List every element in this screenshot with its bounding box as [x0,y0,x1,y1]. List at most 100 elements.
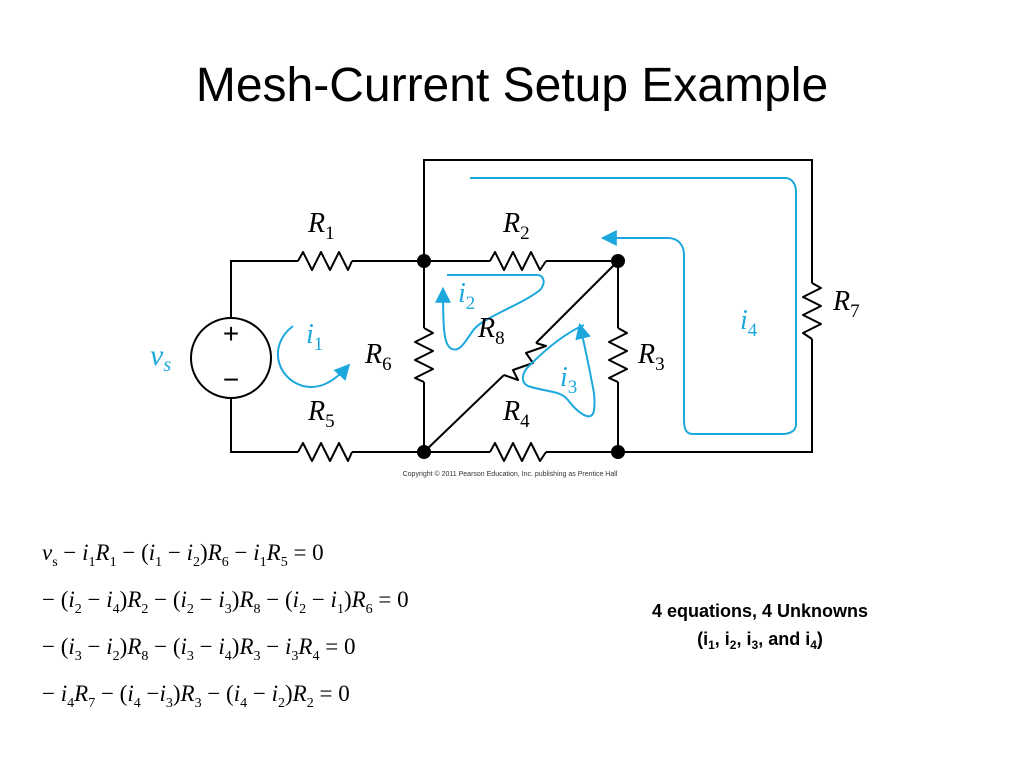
equation-term: R2 [292,681,314,711]
equation-term: − [228,540,254,565]
equation-symbol: i [285,634,292,659]
resistor-r6 [414,327,434,383]
equation-1: vs − i1R1 − (i1 − i2)R6 − i1R5 = 0 [42,538,409,585]
equation-term: i4 [234,681,247,711]
equation-term: − ( [260,587,293,612]
equation-term: i2 [106,634,119,664]
equation-term: − ( [42,587,69,612]
note-line-1: 4 equations, 4 Unknowns [651,601,869,621]
equation-term: i3 [159,681,172,711]
equation-term: ) [119,634,128,659]
equation-symbol: R [180,681,195,706]
equation-term: − [81,634,107,659]
label-vs: vs [150,339,171,376]
equation-symbol: i [330,587,337,612]
equation-term: i2 [271,681,285,711]
equation-term: − [140,681,160,706]
equation-term: R8 [127,634,148,664]
equation-symbol: i [292,587,300,612]
equation-term: R5 [267,540,288,570]
equation-symbol: i [218,587,225,612]
resistor-r5 [297,442,353,462]
equation-subscript: 4 [312,649,320,664]
equation-subscript: 2 [277,696,285,711]
equation-symbol: i [186,540,194,565]
equation-subscript: 1 [88,555,96,570]
equation-symbol: R [239,587,254,612]
label-r7: R7 [832,286,860,322]
equation-symbol: R [292,681,307,706]
equation-subscript: 1 [155,555,163,570]
equation-subscript: 2 [74,602,82,617]
equation-term: ) [231,634,240,659]
equation-symbol: R [351,587,366,612]
equation-symbol: i [106,587,113,612]
equation-term: ) [284,681,293,706]
equation-term: i1 [253,540,266,570]
equation-term: i4 [127,681,140,711]
equation-term: − ( [116,540,149,565]
mesh-i1-arrow [276,325,351,388]
equation-symbol: R [95,540,110,565]
wire-r8-lower [423,374,505,453]
equation-subscript: 1 [109,555,117,570]
equation-term: ) [231,587,240,612]
node-d [611,445,625,459]
equation-symbol: i [106,634,113,659]
resistor-r4 [489,442,547,462]
label-r1: R1 [307,208,335,244]
equation-symbol: i [159,681,166,706]
equation-term: i2 [292,587,306,617]
equation-term: i2 [68,587,81,617]
equation-subscript: 3 [253,649,261,664]
equation-subscript: 2 [141,602,149,617]
note-text: , i [714,629,730,649]
equation-subscript: 4 [133,696,141,711]
equation-term: ) [172,681,181,706]
equation-2: − (i2 − i4)R2 − (i2 − i3)R8 − (i2 − i1)R… [42,585,409,632]
slide-title: Mesh-Current Setup Example [195,59,829,112]
equation-term: = 0 [372,587,409,612]
mesh-equations: vs − i1R1 − (i1 − i2)R6 − i1R5 = 0 − (i2… [42,538,409,726]
equation-subscript: 3 [291,649,299,664]
equation-term: − [57,540,83,565]
equation-term: R3 [239,634,260,664]
equation-symbol: i [68,587,75,612]
equation-term: = 0 [287,540,324,565]
equation-subscript: s [52,555,58,570]
equation-symbol: i [68,634,75,659]
equation-term: − ( [95,681,128,706]
equation-term: R3 [180,681,202,711]
label-r5: R5 [307,396,335,432]
label-r6: R6 [364,339,392,375]
equation-term: − [306,587,331,612]
note-line-2: (i1, i2, i3, and i4) [600,625,920,653]
equation-symbol: i [180,587,187,612]
equation-term: R6 [351,587,373,617]
wires [230,159,813,453]
wire-r8-upper [535,260,619,344]
equation-term: i1 [82,540,95,570]
note-text: (i [697,629,709,649]
equation-symbol: i [271,681,278,706]
equation-subscript: 2 [193,555,201,570]
label-r8: R8 [477,313,505,349]
equation-subscript: 8 [253,602,261,617]
copyright-text: Copyright © 2011 Pearson Education, Inc.… [403,470,618,478]
equation-symbol: R [239,634,254,659]
equation-symbol: i [148,540,156,565]
equation-term: i2 [186,540,200,570]
equation-subscript: 7 [88,696,96,711]
equation-term: − ( [201,681,234,706]
equation-subscript: 3 [165,696,173,711]
equation-symbol: i [253,540,260,565]
equation-term: − ( [148,634,181,659]
equation-term: = 0 [313,681,350,706]
equation-3: − (i3 − i2)R8 − (i3 − i4)R3 − i3R4 = 0 [42,632,409,679]
wire-r7-to-node-d [618,339,813,453]
label-i4: i4 [740,305,758,341]
equation-subscript: 2 [112,649,120,664]
equation-term: − ( [42,634,69,659]
equation-term: − [193,634,219,659]
equation-symbol: i [82,540,89,565]
